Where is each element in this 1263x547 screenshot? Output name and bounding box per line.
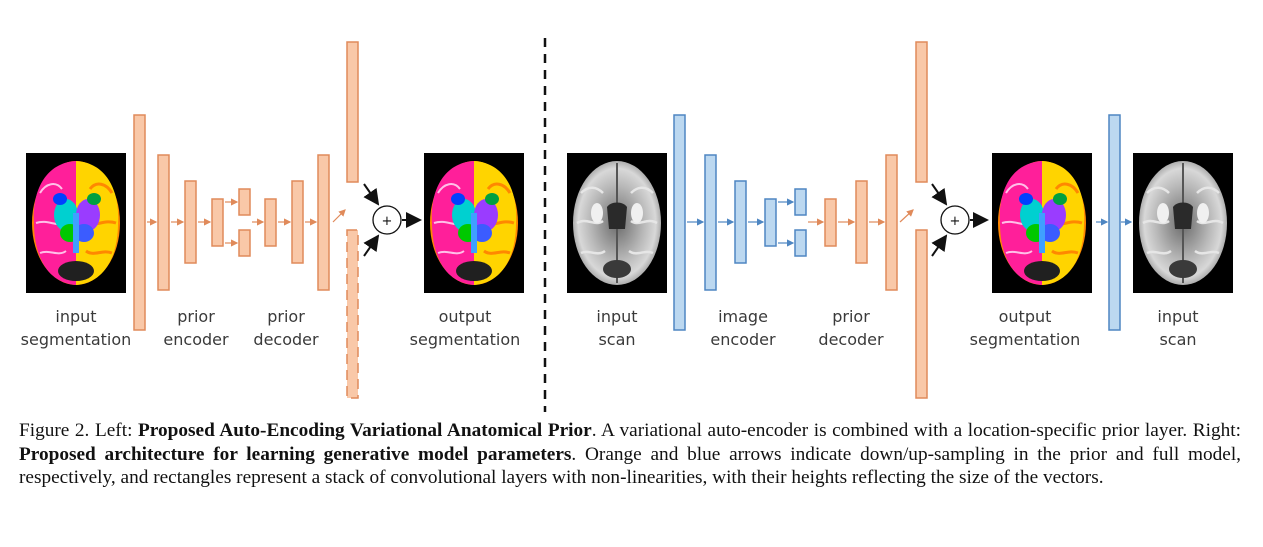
layer-block <box>915 41 928 183</box>
label-input-scan-left: input scan <box>596 307 638 349</box>
label-prior-encoder: prior encoder <box>163 307 229 349</box>
latent-blocks-right <box>794 188 807 257</box>
caption-bold-title-1: Proposed Auto-Encoding Variational Anato… <box>138 420 592 441</box>
layer-block <box>824 198 837 247</box>
output-segmentation-image-left <box>422 151 526 295</box>
label-output-segmentation-right: output segmentation <box>969 307 1081 349</box>
layer-block <box>734 180 747 264</box>
caption-bold-title-2: Proposed architecture for learning gener… <box>19 443 572 465</box>
layer-block <box>1108 114 1121 331</box>
caption-prefix: Figure 2. Left: <box>19 420 139 441</box>
latent-variance-block <box>794 229 807 257</box>
caption-text-1: . A variational auto-encoder is combined… <box>591 420 1242 441</box>
image-encoder-stack <box>673 114 777 331</box>
label-image-encoder: image encoder <box>710 307 776 349</box>
layer-block <box>673 114 686 331</box>
prior-encoder-stack <box>133 114 224 331</box>
architecture-diagram: + + <box>24 38 1235 412</box>
black-arrows-left <box>363 183 422 257</box>
location-prior-layer-left <box>346 41 359 399</box>
latent-blocks-left <box>238 188 251 257</box>
sum-node-right <box>940 205 970 235</box>
latent-mean-block <box>794 188 807 216</box>
generative-layer <box>1108 114 1121 331</box>
input-scan-image-left <box>565 151 669 295</box>
layer-block <box>317 154 330 291</box>
label-prior-decoder-right: prior decoder <box>818 307 884 349</box>
layer-block <box>885 154 898 291</box>
label-prior-decoder-left: prior decoder <box>253 307 319 349</box>
prior-decoder-stack-right <box>824 154 898 291</box>
figure-caption: Figure 2. Left: Proposed Auto-Encoding V… <box>19 419 1241 490</box>
layer-block <box>264 198 277 247</box>
location-prior-layer-right <box>915 41 928 399</box>
sum-symbol-right: + <box>950 214 961 229</box>
layer-block <box>704 154 717 291</box>
label-input-scan-right: input scan <box>1157 307 1199 349</box>
layer-block <box>915 229 928 399</box>
orange-arrows-left <box>147 198 346 247</box>
latent-mean-block <box>238 188 251 216</box>
layer-block <box>157 154 170 291</box>
sum-symbol-left: + <box>382 214 393 229</box>
sum-node-left <box>372 205 402 235</box>
label-output-segmentation-left: output segmentation <box>409 307 521 349</box>
latent-variance-block <box>238 229 251 257</box>
orange-arrows-right <box>808 209 914 226</box>
layer-block <box>291 180 304 264</box>
layer-block-dashed <box>346 229 359 399</box>
layer-block <box>346 41 359 183</box>
layer-block <box>764 198 777 247</box>
input-segmentation-image <box>24 151 128 295</box>
input-scan-image-right <box>1131 151 1235 295</box>
output-segmentation-image-right <box>990 151 1094 295</box>
layer-block <box>855 180 868 264</box>
layer-block <box>184 180 197 264</box>
layer-block <box>211 198 224 247</box>
caption-text-2: . Orange and blue arrows indicate down/u… <box>19 443 1241 489</box>
black-arrows-right <box>931 183 989 257</box>
layer-block <box>133 114 146 331</box>
label-input-segmentation: input segmentation <box>20 307 132 349</box>
blue-arrows-right <box>687 198 1133 247</box>
prior-decoder-stack-left <box>264 154 330 291</box>
